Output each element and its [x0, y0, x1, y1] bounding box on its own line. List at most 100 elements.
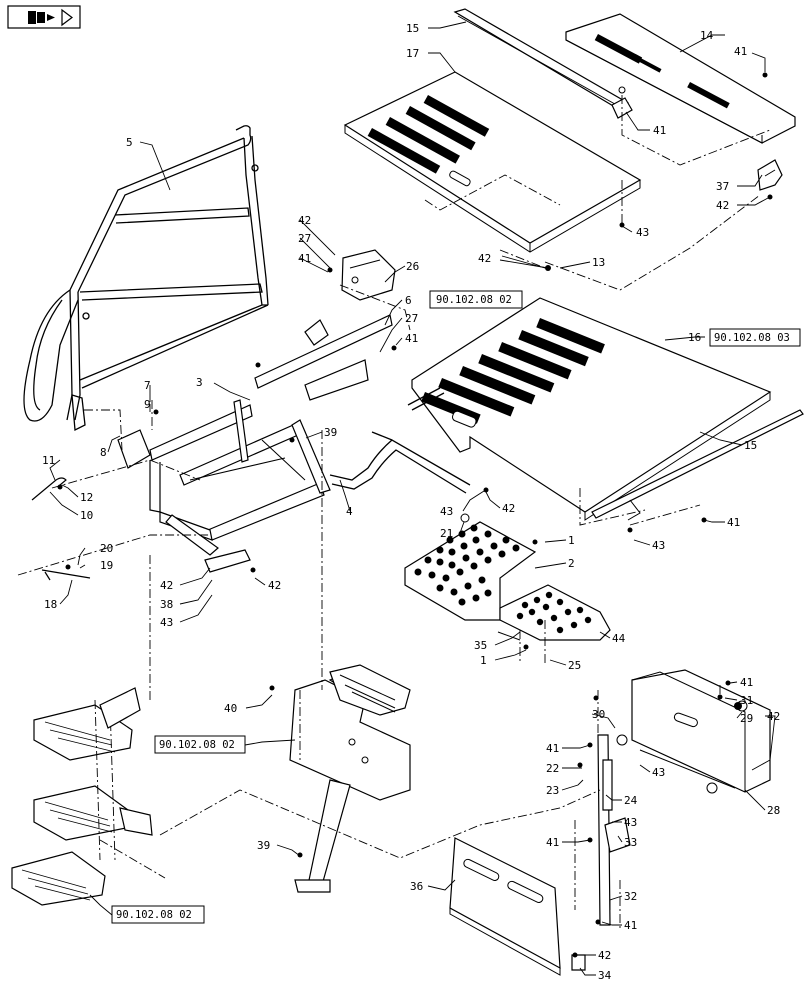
callout: 25: [568, 659, 581, 672]
callout: 16: [688, 331, 701, 344]
callout: 3: [196, 376, 203, 389]
callout: 37: [716, 180, 729, 193]
callout: 1: [568, 534, 575, 547]
callout: 26: [406, 260, 419, 273]
leader-lines: [49, 21, 776, 976]
callout: 41: [653, 124, 666, 137]
door-36: [449, 837, 586, 976]
callout: 34: [598, 969, 612, 982]
callout: 42: [716, 199, 729, 212]
panel-16: [411, 297, 772, 521]
frame-3: [117, 314, 393, 573]
callout: 43: [160, 616, 173, 629]
panel-14: [565, 13, 796, 144]
callout: 42: [160, 579, 173, 592]
bar-4: [329, 387, 471, 494]
callout: 41: [624, 919, 637, 932]
callout: 43: [636, 226, 649, 239]
assembly-lines: [17, 95, 771, 930]
ref-box-3-frame: [154, 735, 246, 754]
callout: 6: [405, 294, 412, 307]
callout: 33: [624, 836, 637, 849]
callout: 19: [100, 559, 113, 572]
ref-box-1-frame: [429, 290, 523, 309]
callout: 9: [144, 398, 151, 411]
callout-labels: 15 17 14 41 41 37 42 5 43 42 27 41 26 42…: [42, 22, 780, 982]
callout: 42: [598, 949, 611, 962]
callout: 40: [224, 702, 237, 715]
callout: 41: [546, 836, 559, 849]
callout: 32: [624, 890, 637, 903]
callout: 42: [298, 214, 311, 227]
callout: 28: [767, 804, 780, 817]
callout: 22: [546, 762, 559, 775]
callout: 13: [592, 256, 605, 269]
callout: 42: [502, 502, 515, 515]
reference-boxes: 90.102.08 02 90.102.08 03 90.102.08 02 9…: [111, 290, 801, 924]
callout: 1: [480, 654, 487, 667]
callout: 39: [257, 839, 270, 852]
callout: 30: [592, 708, 605, 721]
panel-17: [343, 71, 642, 253]
ref-box-1: 90.102.08 02: [436, 294, 512, 306]
callout: 41: [727, 516, 740, 529]
callout: 17: [406, 47, 419, 60]
callout: 10: [80, 509, 93, 522]
callout: 42: [268, 579, 281, 592]
ref-box-3: 90.102.08 02: [159, 739, 235, 751]
ref-box-2-frame: [709, 328, 801, 347]
callout: 43: [652, 766, 665, 779]
callout: 41: [734, 45, 747, 58]
callout: 5: [126, 136, 133, 149]
support-24-32: [597, 734, 631, 926]
panel-15-bottom: [591, 409, 804, 521]
callout: 41: [740, 676, 753, 689]
callout: 23: [546, 784, 559, 797]
fasteners: [57, 72, 773, 958]
callout: 43: [624, 816, 637, 829]
callout: 42: [767, 710, 780, 723]
book-arrow-icon[interactable]: [7, 5, 81, 29]
callout: 11: [42, 454, 55, 467]
callout: 31: [740, 694, 753, 707]
ref-box-4-frame: [111, 905, 205, 924]
callout: 18: [44, 598, 57, 611]
bracket-37: [757, 159, 783, 191]
callout: 27: [405, 312, 418, 325]
callout: 38: [160, 598, 173, 611]
railing-5: [23, 125, 269, 432]
callout: 14: [700, 29, 714, 42]
callout: 4: [346, 505, 353, 518]
step-plate-2: [404, 521, 537, 621]
callout: 15: [406, 22, 419, 35]
callout: 43: [440, 505, 453, 518]
callout: 41: [546, 742, 559, 755]
callout: 15: [744, 439, 757, 452]
callout: 7: [144, 379, 151, 392]
step-plate-44: [497, 584, 611, 641]
callout: 36: [410, 880, 423, 893]
ref-box-4: 90.102.08 02: [116, 909, 192, 921]
callout: 41: [405, 332, 418, 345]
callout: 2: [568, 557, 575, 570]
callout: 21: [440, 527, 453, 540]
step-bracket-40: [289, 664, 411, 893]
callout: 27: [298, 232, 311, 245]
pins: [31, 477, 91, 581]
ladder-assembly: [11, 687, 166, 906]
callout: 42: [478, 252, 491, 265]
bracket-26: [341, 249, 396, 301]
callout: 43: [652, 539, 665, 552]
callout: 41: [298, 252, 311, 265]
callout: 29: [740, 712, 753, 725]
callout: 24: [624, 794, 638, 807]
ref-box-2: 90.102.08 03: [714, 332, 790, 344]
callout: 35: [474, 639, 487, 652]
callout: 12: [80, 491, 93, 504]
callout: 39: [324, 426, 337, 439]
callout: 8: [100, 446, 107, 459]
callout: 20: [100, 542, 113, 555]
callout: 44: [612, 632, 626, 645]
